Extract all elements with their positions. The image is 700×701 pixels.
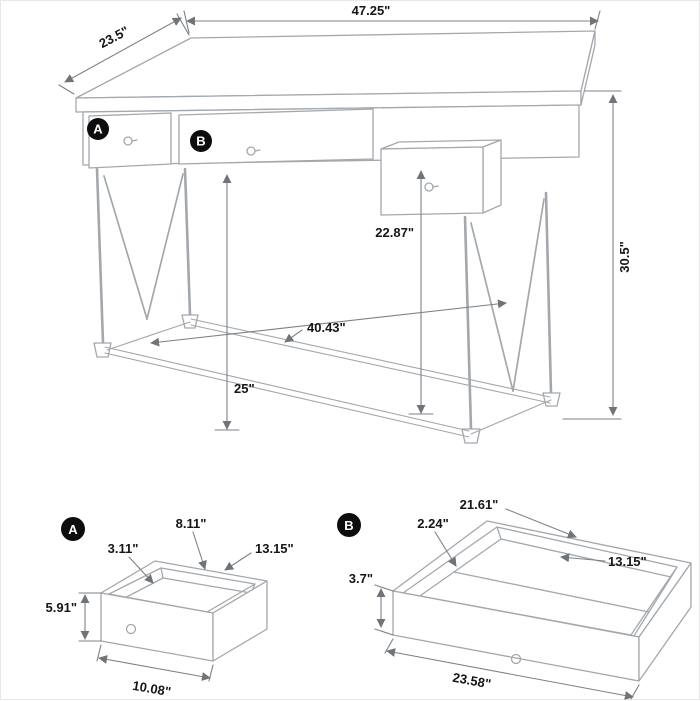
dim-a-inner-width: 8.11" [176,516,207,570]
dim-drawer-clearance-label: 25" [234,381,255,396]
desk-main-view: A B 47.25" 23.5" 30.5" [58,3,632,444]
dim-b-height: 3.7" [349,571,394,636]
dim-b-rim: 2.24" [417,516,457,567]
dim-a-inner-front-label: 3.11" [108,541,139,556]
detail-a-badge: A [61,517,85,541]
base-stretcher-frame [104,318,552,438]
dim-a-width: 10.08" [96,644,214,699]
dim-knee-clearance: 22.87" [375,170,434,415]
dim-overall-depth-label: 23.5" [96,23,131,51]
dim-overall-height: 30.5" [562,90,632,420]
detail-b-drawer [392,520,692,682]
drawer-b-badge: B [190,130,212,152]
dim-overall-height-label: 30.5" [617,241,632,272]
dim-b-inner-depth: 13.15" [560,553,647,569]
detail-view-a: A 5.91" [46,516,294,699]
dim-a-depth: 13.15" [224,541,294,571]
dim-drawer-clearance: 25" [214,174,255,431]
dim-b-width: 23.58" [384,638,640,700]
dim-b-inner-depth-label: 13.15" [608,554,647,569]
dim-overall-width: 47.25" [183,3,601,34]
dim-a-inner-front: 3.11" [108,541,154,584]
dim-a-height-label: 5.91" [46,600,77,615]
left-drawer [88,112,172,169]
right-drawer [380,139,502,216]
detail-view-b: B 21.61" 2.24" [337,497,692,700]
dim-overall-width-label: 47.25" [352,3,391,18]
dim-base-span-label: 40.43" [307,320,346,335]
desk-top [75,30,596,113]
detail-b-badge-label: B [344,518,353,533]
dim-knee-clearance-label: 22.87" [375,225,414,240]
dim-a-height: 5.91" [46,592,102,642]
detail-b-badge: B [337,513,361,537]
dim-a-depth-label: 13.15" [255,541,294,556]
dim-b-depth-label: 21.61" [460,497,499,512]
dim-b-width-label: 23.58" [451,670,492,692]
dim-b-height-label: 3.7" [349,571,373,586]
center-drawer [178,108,374,165]
detail-a-drawer [100,560,268,662]
drawer-a-badge-label: A [93,122,103,137]
dim-b-depth: 21.61" [460,497,577,539]
detail-a-knob [125,623,137,635]
dim-b-rim-label: 2.24" [417,516,448,531]
dim-a-width-label: 10.08" [131,678,172,699]
drawer-b-badge-label: B [196,134,205,149]
detail-a-badge-label: A [68,522,78,537]
drawer-a-badge: A [87,118,109,140]
dim-a-inner-width-label: 8.11" [176,516,207,531]
dim-base-span: 40.43" [150,299,507,347]
